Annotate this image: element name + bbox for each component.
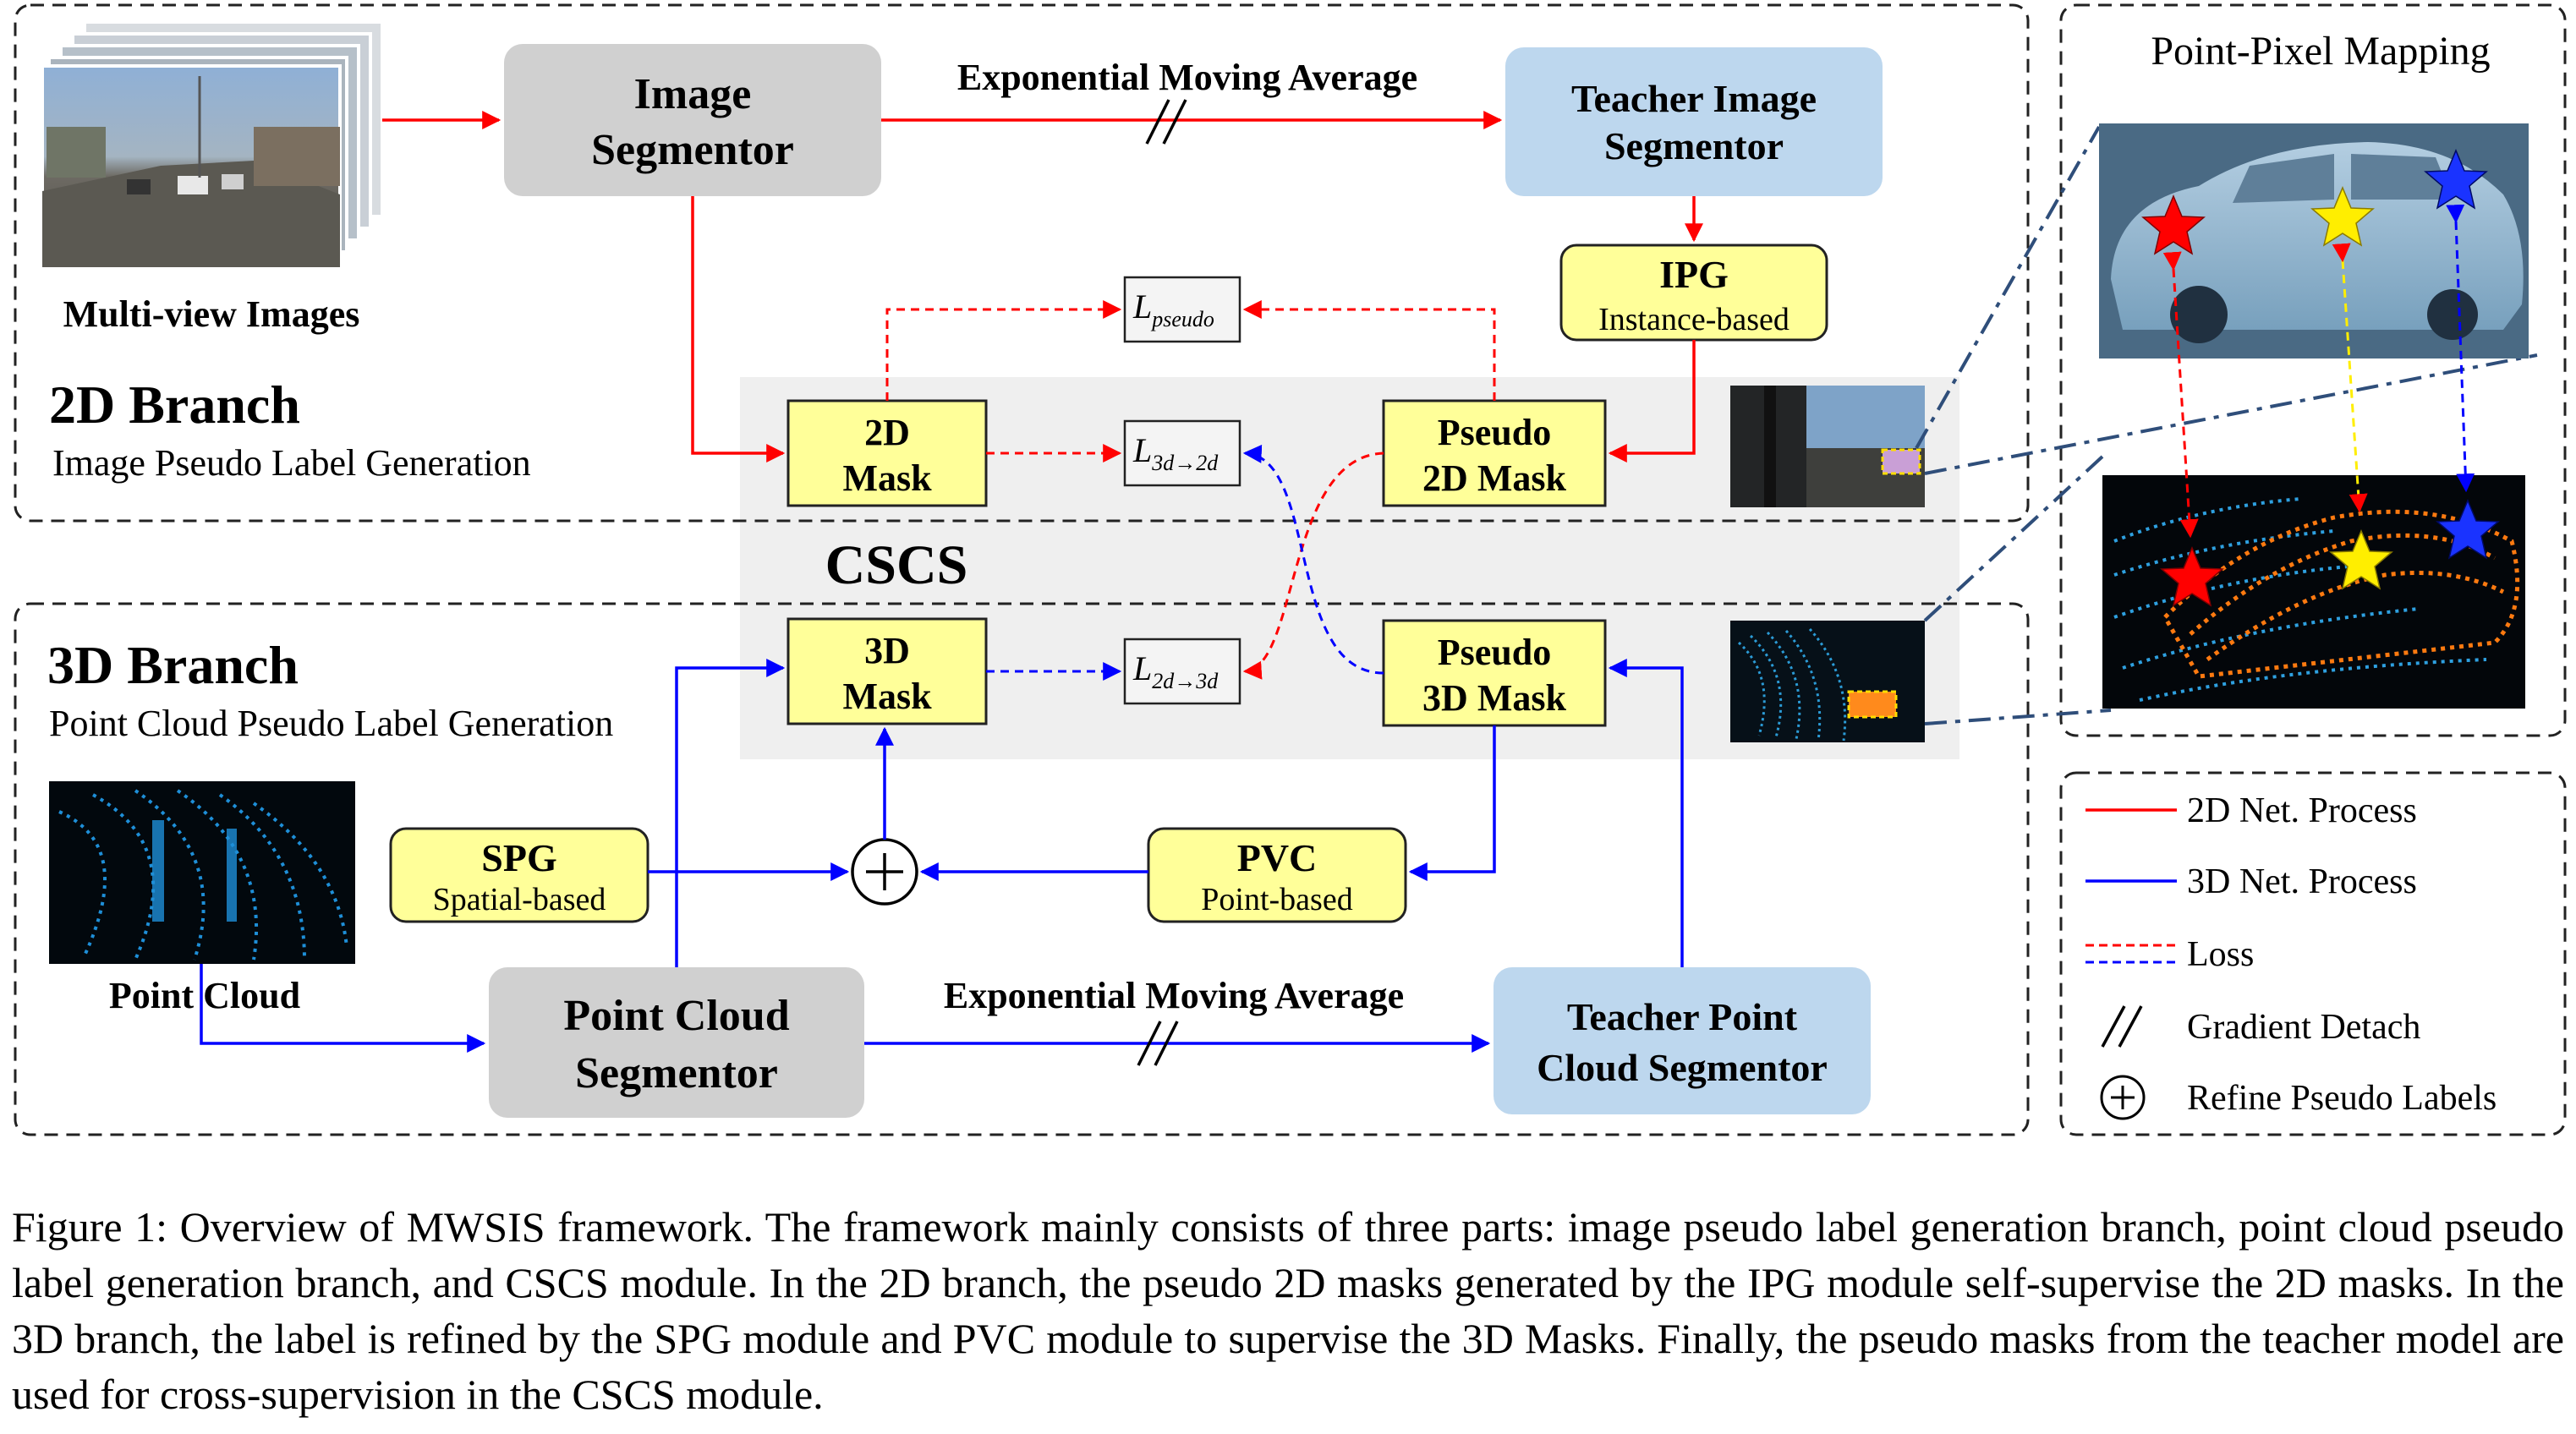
multi-view-images [42, 22, 382, 267]
zoom-line-camera-bottom [1925, 355, 2537, 473]
image-segmentor-label-line1: Image [634, 70, 752, 118]
teacher-image-segmentor-box[interactable] [1505, 47, 1883, 196]
teacher-point-cloud-segmentor-line1: Teacher Point [1567, 995, 1798, 1038]
pvc-subtitle: Point-based [1201, 882, 1352, 917]
ema-3d-label: Exponential Moving Average [944, 975, 1404, 1016]
point-cloud-segmentor-line2: Segmentor [575, 1049, 778, 1097]
teacher-point-cloud-segmentor-line2: Cloud Segmentor [1537, 1046, 1828, 1089]
legend-swatch-detach [2102, 1006, 2141, 1047]
ipg-title: IPG [1659, 253, 1729, 296]
point-cloud-label: Point Cloud [109, 975, 300, 1016]
teacher-image-segmentor-line1: Teacher Image [1571, 77, 1817, 120]
zoom-line-camera-top [1916, 127, 2099, 448]
legend-swatch-plus [2102, 1076, 2144, 1119]
legend-label-2d: 2D Net. Process [2187, 791, 2417, 830]
legend: 2D Net. Process 3D Net. Process Loss Gra… [2085, 791, 2497, 1119]
loss-2d3d-main: L [1132, 649, 1152, 687]
branch-2d-subtitle: Image Pseudo Label Generation [52, 442, 531, 484]
mask-2d-line1: 2D [864, 412, 910, 453]
spg-title: SPG [481, 836, 556, 879]
pvc-title: PVC [1237, 836, 1318, 879]
loss-pseudo-sub: pseudo [1150, 307, 1214, 331]
branch-3d-title: 3D Branch [47, 635, 299, 695]
mask-3d-line2: Mask [842, 676, 932, 717]
mask-3d-line1: 3D [864, 630, 910, 671]
teacher-point-cloud-segmentor-box[interactable] [1494, 967, 1871, 1114]
branch-2d-title: 2D Branch [49, 375, 300, 435]
pseudo-2d-mask-line2: 2D Mask [1422, 457, 1566, 499]
spg-subtitle: Spatial-based [433, 882, 606, 917]
figure-caption: Figure 1: Overview of MWSIS framework. T… [12, 1199, 2564, 1422]
multi-view-images-label: Multi-view Images [63, 293, 360, 335]
mapping-title: Point-Pixel Mapping [2151, 29, 2490, 74]
branch-3d-subtitle: Point Cloud Pseudo Label Generation [49, 703, 613, 744]
mask-2d-line2: Mask [842, 457, 932, 499]
pseudo-3d-mask-line1: Pseudo [1438, 632, 1551, 673]
loss-3d2d-sub: 3d→2d [1151, 451, 1219, 475]
legend-label-detach: Gradient Detach [2187, 1008, 2420, 1047]
pseudo-3d-mask-line2: 3D Mask [1422, 677, 1566, 719]
loss-3d2d-main: L [1132, 431, 1152, 469]
ema-2d-detach-mark [1147, 100, 1186, 144]
point-cloud-image [49, 781, 355, 964]
legend-label-plus: Refine Pseudo Labels [2187, 1079, 2497, 1118]
mapped-lidar-image [2102, 475, 2525, 709]
teacher-image-segmentor-line2: Segmentor [1604, 124, 1784, 167]
loss-pseudo-main: L [1132, 287, 1152, 326]
cscs-label: CSCS [825, 534, 968, 596]
legend-label-loss: Loss [2187, 935, 2254, 974]
pseudo-2d-mask-line1: Pseudo [1438, 412, 1551, 453]
camera-crop-thumbnail [1730, 386, 1925, 507]
loss-2d3d-sub: 2d→3d [1152, 669, 1219, 693]
point-cloud-segmentor-line1: Point Cloud [563, 992, 789, 1040]
legend-label-3d: 3D Net. Process [2187, 862, 2417, 901]
ipg-subtitle: Instance-based [1598, 302, 1789, 337]
image-segmentor-label-line2: Segmentor [591, 126, 794, 174]
lidar-crop-thumbnail [1730, 621, 1925, 742]
ema-2d-label: Exponential Moving Average [957, 57, 1417, 98]
